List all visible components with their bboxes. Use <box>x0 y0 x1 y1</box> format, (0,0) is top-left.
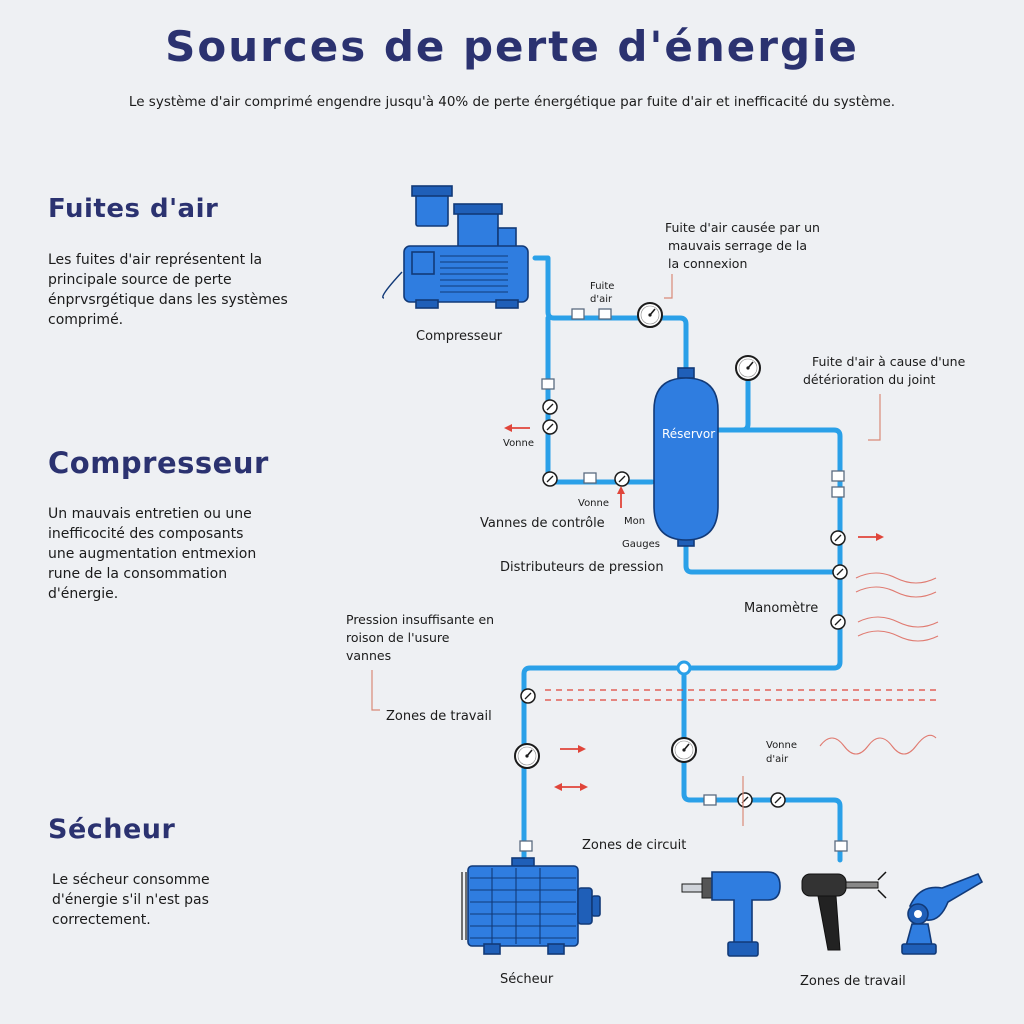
label-gauges: Gauges <box>622 539 660 550</box>
label-zones-circuit: Zones de circuit <box>582 838 686 853</box>
pipe-fitting-icon <box>583 472 597 484</box>
page-title: Sources de perte d'énergie <box>165 22 859 71</box>
label-mon: Mon <box>624 516 645 527</box>
valve-icon <box>770 792 786 808</box>
label-secheur: Sécheur <box>500 972 554 987</box>
pressure-gauge-icon <box>735 355 761 381</box>
pipe-fitting-icon <box>571 308 585 320</box>
section-heading-compresseur: Compresseur <box>48 446 269 480</box>
pipe-fitting-icon <box>831 486 845 498</box>
pipe-fitting-icon <box>541 378 555 390</box>
label-vonne-dair: Vonne <box>766 740 797 751</box>
label-distributeurs: Distributeurs de pression <box>500 560 664 575</box>
label-fuite-small-2: d'air <box>590 294 613 305</box>
air-gun-icon <box>901 872 984 955</box>
callout-connexion-line3: la connexion <box>668 256 747 271</box>
valve-icon <box>614 471 630 487</box>
leak-arrow-icon <box>617 486 625 508</box>
label-vonne-bottom: Vonne <box>578 498 609 509</box>
label-compresseur: Compresseur <box>416 329 503 344</box>
pipe-fitting-icon <box>834 840 848 852</box>
section-text-compresseur: Un mauvais entretien ou une inefficocité… <box>48 506 257 602</box>
pipe-fitting-icon <box>831 470 845 482</box>
reservoir-icon <box>653 367 719 547</box>
callout-connexion-line1: Fuite d'air causée par un <box>665 220 820 235</box>
callout-usure-line3: vannes <box>346 648 391 663</box>
leak-wave <box>857 616 939 628</box>
label-vannes-controle: Vannes de contrôle <box>480 516 605 531</box>
leak-wave <box>855 572 937 584</box>
leak-wave <box>855 586 937 598</box>
compressor-icon <box>382 185 529 309</box>
label-zones-travail-mid: Zones de travail <box>386 709 492 724</box>
leak-arrow-icon <box>560 745 586 753</box>
section-heading-secheur: Sécheur <box>48 814 176 845</box>
section-text-fuites: Les fuites d'air représentent la princip… <box>48 252 288 328</box>
section-text-secheur: Le sécheur consomme d'énergie s'il n'est… <box>52 872 210 928</box>
label-reservoir: Réservor <box>662 427 715 441</box>
label-zones-travail-bottom: Zones de travail <box>800 974 906 989</box>
section-heading-fuites: Fuites d'air <box>48 194 219 224</box>
pneumatic-wrench-icon <box>801 871 887 951</box>
pressure-gauge-icon <box>514 743 540 769</box>
label-fuite-small: Fuite <box>590 281 614 292</box>
label-vonne-dair-2: d'air <box>766 754 789 765</box>
drill-icon <box>681 871 781 957</box>
valve-icon <box>832 564 848 580</box>
callout-connexion-line2: mauvais serrage de la <box>668 238 807 253</box>
leak-arrow-icon <box>554 783 588 791</box>
dryer-icon <box>461 857 601 955</box>
leak-arrow-icon <box>504 424 530 432</box>
pipe-fitting-icon <box>519 840 533 852</box>
pressure-gauge-icon <box>637 302 663 328</box>
valve-icon <box>542 471 558 487</box>
pipe-junction <box>676 660 692 676</box>
pressure-gauge-icon <box>671 737 697 763</box>
valve-icon <box>830 530 846 546</box>
page-subtitle: Le système d'air comprimé engendre jusqu… <box>128 94 896 110</box>
pipe-fitting-icon <box>703 794 717 806</box>
leak-wave <box>857 630 939 642</box>
valve-icon <box>542 419 558 435</box>
leak-arrow-icon <box>858 533 884 541</box>
leak-wave <box>819 734 937 755</box>
valve-icon <box>520 688 536 704</box>
callout-usure-line1: Pression insuffisante en <box>346 612 494 627</box>
callout-joint-line1: Fuite d'air à cause d'une <box>812 354 966 369</box>
pipe-fitting-icon <box>598 308 612 320</box>
callout-joint-line2: détérioration du joint <box>803 372 936 387</box>
label-manometre: Manomètre <box>744 601 818 616</box>
valve-icon <box>737 792 753 808</box>
valve-icon <box>542 399 558 415</box>
label-vonne-left: Vonne <box>503 438 534 449</box>
valve-icon <box>830 614 846 630</box>
callout-usure-line2: roison de l'usure <box>346 630 450 645</box>
